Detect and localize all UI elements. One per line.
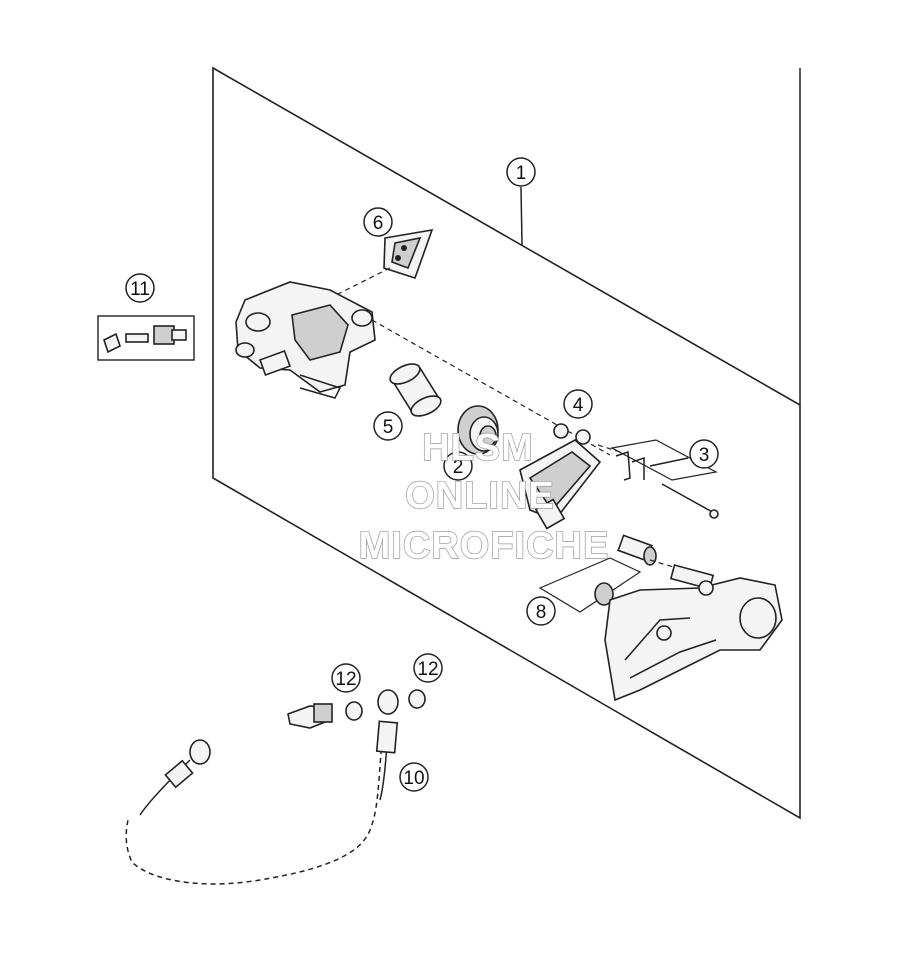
dashed-pin-axis — [597, 444, 621, 453]
dashed-leader-6 — [329, 267, 391, 299]
dashed-guide-axis — [649, 559, 691, 573]
caliper-bracket-part — [604, 564, 783, 702]
callout-2-label: 2 — [453, 457, 464, 478]
leader-1 — [520, 186, 523, 246]
watermark-line-1: HLSM — [422, 427, 534, 469]
watermark-line-2: ONLINE — [405, 475, 555, 517]
callout-3: 3 — [689, 439, 719, 469]
callout-8-label: 8 — [536, 602, 547, 623]
callout-1: 1 — [506, 157, 536, 187]
watermark: HLSM ONLINE MICROFICHE — [358, 426, 610, 567]
callout-5: 5 — [373, 411, 403, 441]
pin-kit-part — [610, 439, 719, 519]
watermark-line-3: MICROFICHE — [359, 525, 610, 567]
guide-pin-kit-part — [538, 534, 657, 613]
brake-pad-retainer-part — [383, 228, 434, 280]
bleeder-screw-kit-part — [97, 315, 195, 361]
callout-10-label: 10 — [403, 768, 424, 789]
callout-4: 4 — [563, 389, 593, 419]
washer-right — [408, 689, 426, 709]
washer-left — [345, 701, 363, 721]
callout-6-label: 6 — [373, 213, 384, 234]
dashed-axis-main — [371, 319, 611, 456]
piston-part — [389, 363, 442, 417]
brake-hose-part — [125, 689, 399, 885]
seal-kit-part — [457, 405, 499, 455]
caliper-body-part — [235, 281, 376, 399]
callout-1-label: 1 — [516, 163, 527, 184]
callout-3-label: 3 — [699, 445, 710, 466]
callout-4-label: 4 — [573, 395, 584, 416]
callout-11: 11 — [125, 273, 155, 303]
callout-12-left: 12 — [331, 663, 361, 693]
callout-12-right-label: 12 — [417, 659, 438, 680]
callout-12-right: 12 — [413, 653, 443, 683]
callout-12-left-label: 12 — [335, 669, 356, 690]
brake-pads-part — [519, 423, 602, 530]
callout-5-label: 5 — [383, 417, 394, 438]
callout-8: 8 — [526, 596, 556, 626]
callout-10: 10 — [399, 762, 429, 792]
assembly-panel-outline — [212, 66, 801, 820]
callout-11-label: 11 — [130, 279, 150, 300]
callout-2: 2 — [443, 451, 473, 481]
leader-3 — [649, 457, 689, 467]
banjo-bolt-part — [287, 703, 333, 729]
callout-6: 6 — [363, 207, 393, 237]
